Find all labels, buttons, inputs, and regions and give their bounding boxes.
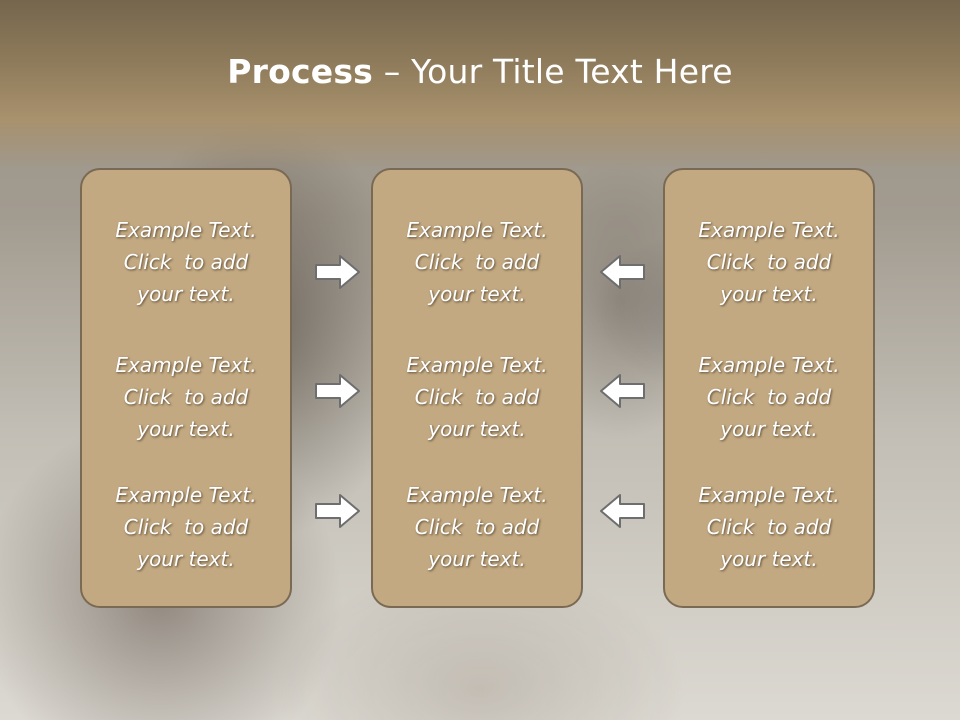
title-bold: Process [227,52,374,91]
arrow-right-icon [315,494,360,528]
text-line: Example Text. [115,353,257,377]
arrow-left-icon [600,255,645,289]
text-line: your text. [428,282,526,306]
text-line: Click to add [123,515,249,539]
title-rest: – Your Title Text Here [373,52,733,91]
text-placeholder[interactable]: Example Text. Click to add your text. [82,349,290,445]
text-placeholder[interactable]: Example Text. Click to add your text. [373,349,581,445]
text-line: Click to add [706,250,832,274]
arrow-left-icon [600,494,645,528]
text-line: Example Text. [698,353,840,377]
text-line: your text. [137,282,235,306]
text-line: Click to add [123,385,249,409]
text-placeholder[interactable]: Example Text. Click to add your text. [665,349,873,445]
text-line: Example Text. [115,483,257,507]
text-line: your text. [720,282,818,306]
text-line: Click to add [706,515,832,539]
text-line: Click to add [414,250,540,274]
text-line: your text. [428,547,526,571]
text-line: your text. [137,417,235,441]
header-band [0,0,960,170]
text-line: your text. [720,417,818,441]
text-line: your text. [137,547,235,571]
text-placeholder[interactable]: Example Text. Click to add your text. [665,479,873,575]
text-line: Example Text. [115,218,257,242]
arrow-right-icon [315,374,360,408]
arrow-left-icon [600,374,645,408]
text-placeholder[interactable]: Example Text. Click to add your text. [82,214,290,310]
process-panel-middle: Example Text. Click to add your text. Ex… [371,168,583,608]
slide-title[interactable]: Process – Your Title Text Here [0,52,960,91]
process-panel-left: Example Text. Click to add your text. Ex… [80,168,292,608]
text-line: Example Text. [698,483,840,507]
text-line: your text. [720,547,818,571]
text-line: Click to add [414,515,540,539]
text-line: Example Text. [406,353,548,377]
text-placeholder[interactable]: Example Text. Click to add your text. [82,479,290,575]
text-line: Click to add [123,250,249,274]
text-line: Click to add [414,385,540,409]
text-line: Click to add [706,385,832,409]
text-line: Example Text. [406,483,548,507]
text-line: your text. [428,417,526,441]
process-panel-right: Example Text. Click to add your text. Ex… [663,168,875,608]
text-placeholder[interactable]: Example Text. Click to add your text. [665,214,873,310]
text-placeholder[interactable]: Example Text. Click to add your text. [373,479,581,575]
text-line: Example Text. [698,218,840,242]
text-line: Example Text. [406,218,548,242]
text-placeholder[interactable]: Example Text. Click to add your text. [373,214,581,310]
arrow-right-icon [315,255,360,289]
